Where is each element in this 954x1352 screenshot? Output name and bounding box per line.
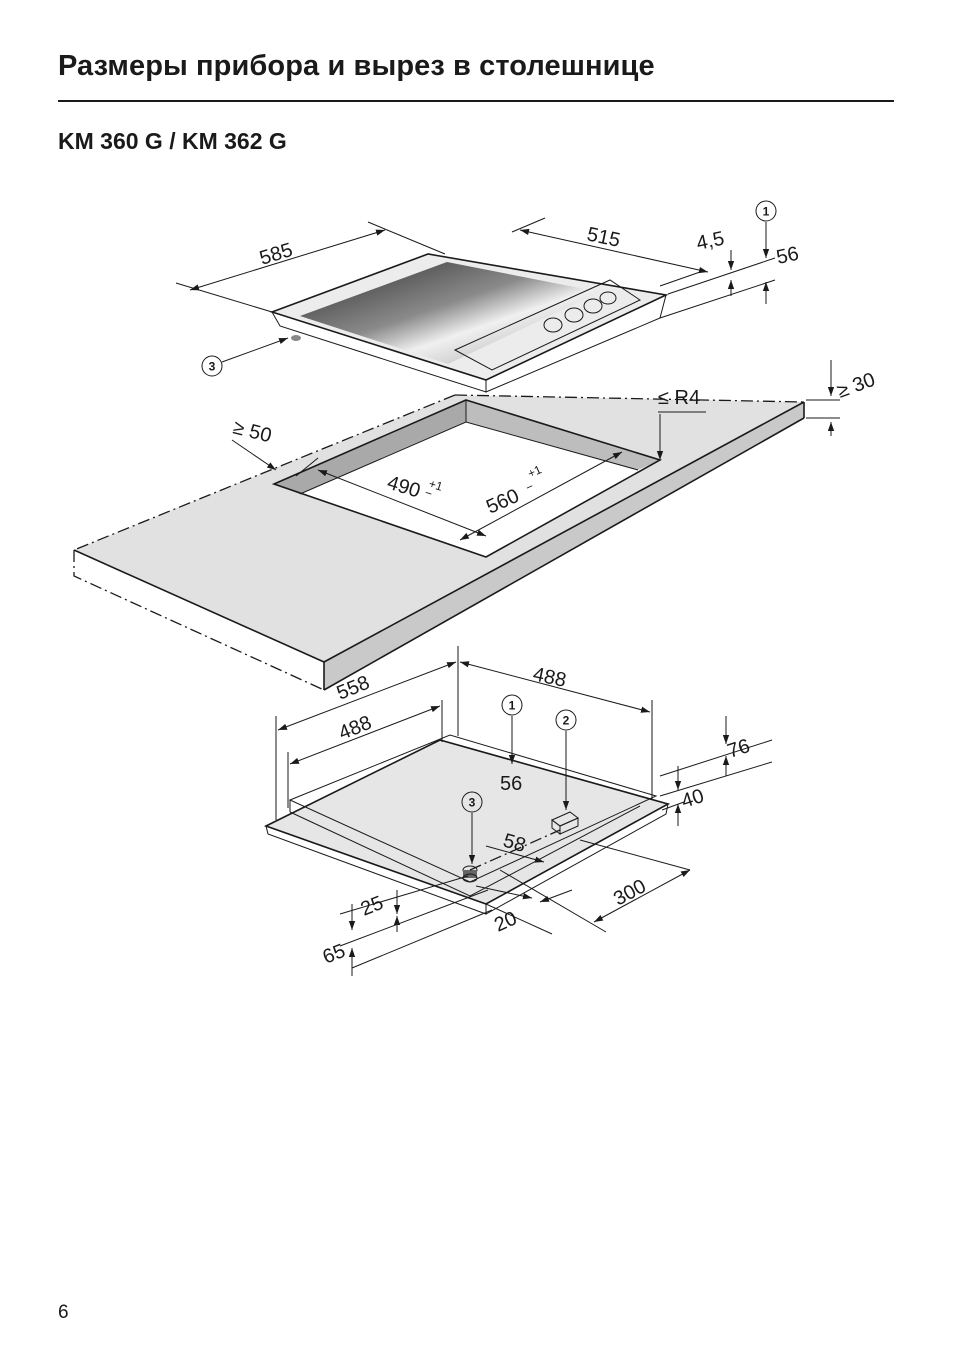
knob-icon [583, 298, 603, 314]
dim-76: 76 [725, 735, 753, 763]
underside-base [263, 739, 671, 905]
countertop-hidden-edge [73, 550, 325, 691]
callout-2 [555, 709, 577, 731]
callout-3-bottom [461, 791, 483, 813]
dim-488-left: 488 [336, 712, 375, 745]
callout-1-bottom [501, 694, 523, 716]
callout-1-top-label: 1 [763, 205, 770, 219]
control-panel [453, 279, 642, 371]
page-number: 6 [58, 1302, 69, 1323]
page-title: Размеры прибора и вырез в столешнице [58, 50, 655, 82]
cooktop-appliance [269, 253, 669, 393]
dim-min-30: ≥ 30 [834, 369, 878, 403]
callout-3-top-label: 3 [209, 360, 216, 374]
dim-300: 300 [610, 875, 650, 910]
underside-view [263, 734, 671, 915]
dim-r4: ≤ R4 [658, 387, 700, 409]
foot-icon [291, 335, 301, 341]
callout-1-top [755, 200, 777, 222]
dim-490-tol: +1 [427, 476, 444, 493]
callout-3-top [201, 355, 223, 377]
dim-56-bottom: 56 [500, 773, 522, 795]
dim-20: 20 [491, 907, 520, 936]
dim-560-tol: +1 [526, 462, 544, 480]
dim-25: 25 [358, 892, 387, 921]
control-knobs [543, 291, 617, 333]
callout-3-bottom-label: 3 [469, 796, 476, 810]
knob-icon [543, 317, 563, 333]
cooktop-glass [300, 262, 600, 364]
dim-490-tol-minus: − [423, 485, 434, 500]
dim-56-top: 56 [774, 243, 800, 269]
dim-min-50: ≥ 50 [231, 417, 274, 448]
connection-box-icon [551, 811, 579, 835]
countertop-front-edge [324, 402, 804, 690]
knob-icon [564, 307, 584, 323]
title-divider [58, 100, 894, 102]
countertop-hidden-rear-edge [454, 394, 805, 403]
callout-2-label: 2 [563, 714, 570, 728]
callout-1-bottom-label: 1 [509, 699, 516, 713]
dim-4-5: 4,5 [694, 228, 726, 255]
dim-488-right: 488 [531, 663, 568, 691]
countertop-hidden-back-edge [73, 394, 456, 551]
knob-icon [599, 291, 617, 305]
dim-515: 515 [585, 223, 622, 251]
countertop [73, 394, 805, 691]
dim-585: 585 [257, 239, 295, 270]
model-subtitle: KM 360 G / KM 362 G [58, 128, 287, 154]
